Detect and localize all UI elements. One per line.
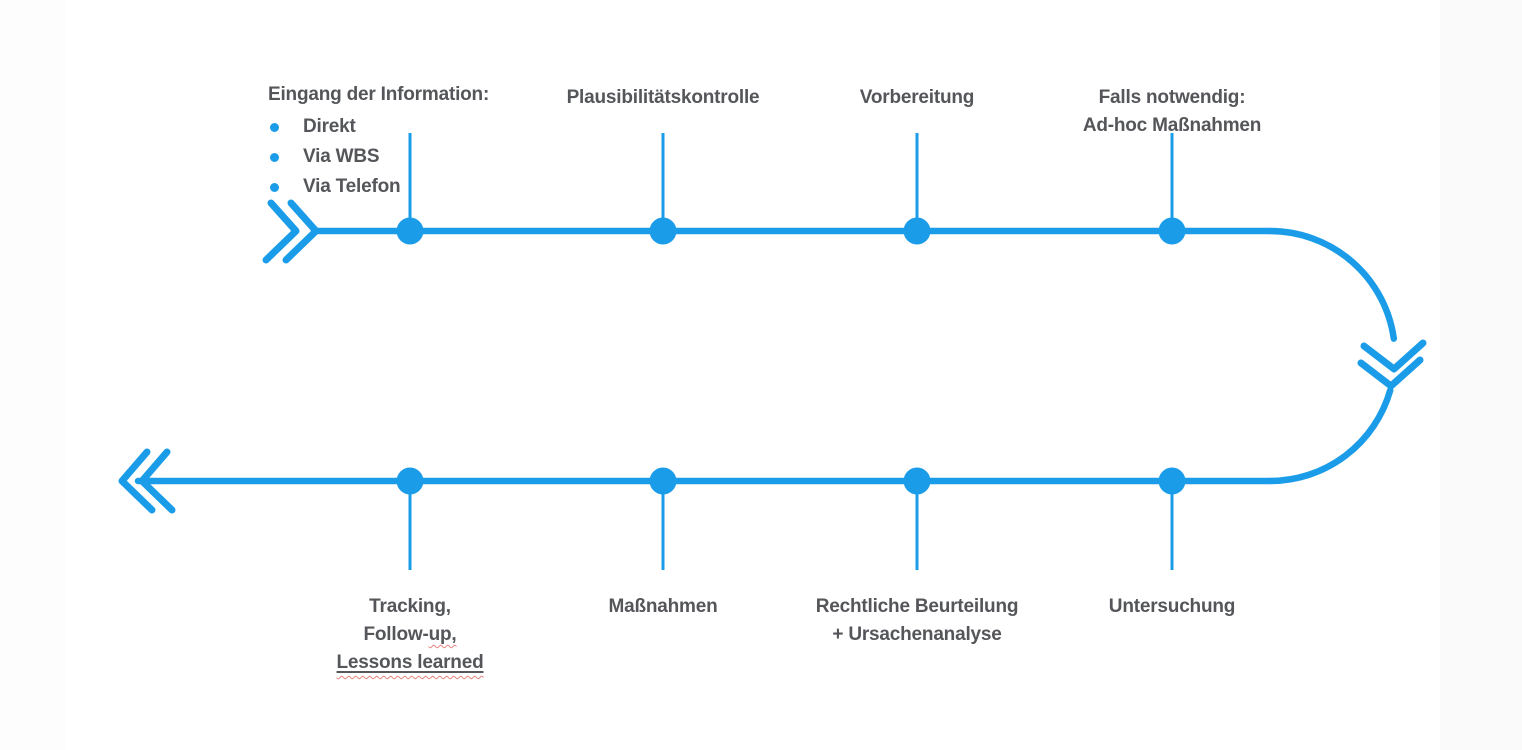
milestone-label-plausibilitaetskontrolle: Plausibilitätskontrolle: [566, 87, 760, 108]
milestone-label-eingang: Eingang der Information: Direkt Via WBS …: [268, 83, 489, 202]
milestone-dot: [903, 467, 931, 495]
label-line: Tracking,: [369, 596, 451, 617]
bullet-icon: [270, 153, 279, 162]
milestone-label-untersuchung: Untersuchung: [1108, 596, 1236, 617]
label-line: + Ursachenanalyse: [832, 624, 1002, 645]
spellcheck-flagged-text: up,: [428, 624, 457, 645]
label-line: Ad-hoc Maßnahmen: [1082, 115, 1262, 136]
milestone-label-adhoc-massnahmen: Falls notwendig: Ad-hoc Maßnahmen: [1082, 84, 1262, 140]
milestone-title: Eingang der Information:: [268, 84, 490, 105]
milestone-label-vorbereitung: Vorbereitung: [859, 87, 975, 108]
page-margin-right: [1440, 0, 1522, 750]
label-line: Rechtliche Beurteilung: [815, 596, 1019, 617]
bullet-icon: [270, 123, 279, 132]
input-channel-list: Direkt Via WBS Via Telefon: [268, 112, 489, 202]
chevrons-right-icon: [262, 199, 320, 264]
list-item-label: Via WBS: [303, 146, 380, 167]
timeline-turn-arc-upper: [1266, 227, 1398, 342]
list-item-label: Via Telefon: [303, 176, 401, 197]
milestone-dot: [649, 467, 677, 495]
list-item: Via Telefon: [268, 172, 489, 202]
label-text: Follow-: [363, 624, 429, 645]
list-item-label: Direkt: [303, 116, 356, 137]
milestone-dot: [1158, 467, 1186, 495]
label-line: Lessons learned: [337, 649, 484, 677]
list-item: Direkt: [268, 112, 489, 142]
milestone-dot: [1158, 217, 1186, 245]
chevrons-left-icon: [118, 448, 176, 514]
bullet-icon: [270, 183, 279, 192]
chevrons-down-icon: [1357, 339, 1427, 390]
label-line: Follow-up,: [337, 621, 484, 649]
label-line: Falls notwendig:: [1098, 87, 1246, 108]
spellcheck-flagged-text: Lessons learned: [336, 652, 484, 673]
milestone-label-massnahmen: Maßnahmen: [608, 596, 718, 617]
milestone-dot: [903, 217, 931, 245]
milestone-label-rechtliche-beurteilung: Rechtliche Beurteilung + Ursachenanalyse: [816, 593, 1019, 649]
milestone-label-tracking: Tracking, Follow-up, Lessons learned: [337, 593, 484, 677]
timeline-turn-arc-lower: [1266, 387, 1394, 485]
milestone-dot: [396, 467, 424, 495]
list-item: Via WBS: [268, 142, 489, 172]
milestone-dot: [396, 217, 424, 245]
milestone-dot: [649, 217, 677, 245]
underlined-text: Lessons learned: [337, 652, 484, 673]
page-margin-left: [0, 0, 66, 750]
